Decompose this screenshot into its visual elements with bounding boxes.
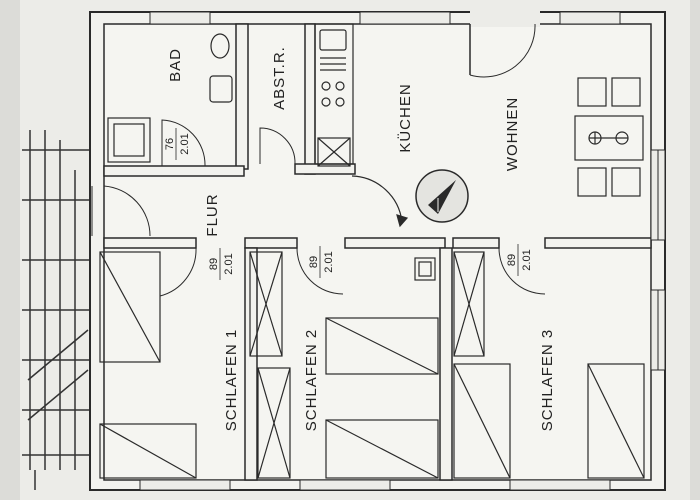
room-label-schlafen-1: SCHLAFEN 1 bbox=[223, 329, 240, 432]
door-dimension-s3: 89 2.01 bbox=[506, 244, 533, 276]
kitchen-counter bbox=[314, 23, 354, 167]
toilet bbox=[210, 33, 230, 59]
door-dimension-s1: 89 2.01 bbox=[208, 248, 235, 280]
dim-bad-top: 76 bbox=[164, 138, 176, 150]
stairs-railing bbox=[22, 130, 90, 490]
north-arrow bbox=[415, 169, 469, 223]
dim-s2-bottom: 2.01 bbox=[323, 251, 335, 272]
room-label-flur: FLUR bbox=[204, 193, 221, 236]
dim-s1-top: 89 bbox=[208, 258, 220, 270]
interior-walls bbox=[103, 23, 652, 481]
door-kitchen-arc bbox=[351, 175, 409, 228]
outer-wall bbox=[89, 11, 666, 491]
dim-s3-bottom: 2.01 bbox=[521, 249, 533, 270]
door-dimension-bad: 76 2.01 bbox=[164, 128, 191, 160]
wardrobes bbox=[249, 251, 485, 479]
room-label-schlafen-2: SCHLAFEN 2 bbox=[303, 329, 320, 432]
room-label-kuechen: KÜCHEN bbox=[396, 83, 414, 152]
bathtub bbox=[107, 117, 151, 163]
windows bbox=[139, 11, 666, 491]
bedroom-doors bbox=[159, 247, 546, 297]
room-label-wohnen: WOHNEN bbox=[504, 97, 521, 171]
dining-table bbox=[574, 77, 644, 197]
door-entrance bbox=[91, 185, 151, 237]
room-label-bad: BAD bbox=[167, 48, 184, 82]
door-bad bbox=[161, 119, 206, 167]
dim-s3-top: 89 bbox=[506, 254, 518, 266]
room-label-schlafen-3: SCHLAFEN 3 bbox=[539, 329, 556, 432]
sink bbox=[209, 75, 233, 103]
dim-bad-bottom: 2.01 bbox=[179, 133, 191, 154]
door-dimension-s2: 89 2.01 bbox=[308, 246, 335, 278]
beds bbox=[99, 251, 645, 479]
room-label-abstr: ABST.R. bbox=[271, 46, 288, 110]
dim-s1-bottom: 2.01 bbox=[223, 253, 235, 274]
dim-s2-top: 89 bbox=[308, 256, 320, 268]
door-wohnen-top bbox=[469, 9, 540, 78]
bathroom-fixtures bbox=[107, 33, 233, 163]
door-abstr bbox=[259, 127, 296, 165]
